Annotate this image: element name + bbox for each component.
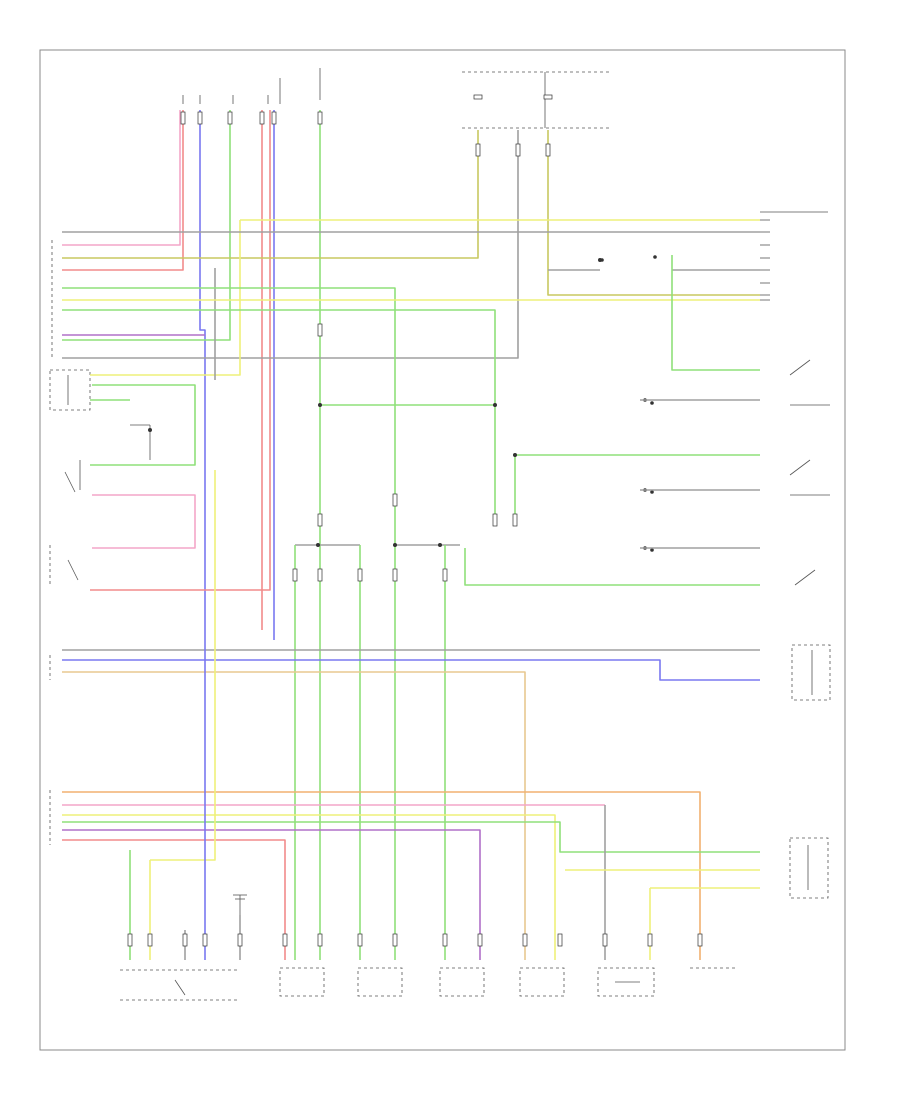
connector-pin (477, 933, 483, 947)
wire-yellow (62, 814, 556, 960)
splice-layer (316, 258, 602, 547)
top-terminal-labels (182, 68, 321, 104)
bottom-switch-cluster (120, 969, 240, 1001)
connector-pin (545, 143, 551, 157)
wire-yellow (150, 470, 216, 861)
bottom-component-5 (597, 967, 655, 997)
power-distribution-box (462, 71, 610, 129)
wire-yellow (90, 220, 241, 376)
connector-pin (182, 933, 188, 947)
inline-switch-4 (643, 546, 654, 552)
connector-pin (492, 513, 498, 527)
connector-pin (392, 568, 398, 582)
bottom-component-4 (519, 967, 565, 997)
left-sensor-1 (64, 460, 81, 493)
connector-pin (259, 111, 265, 125)
wire-red (62, 110, 184, 271)
component-right-5 (789, 837, 829, 899)
component-right-2 (789, 459, 830, 496)
wire-pink (92, 494, 196, 549)
connector-pin (202, 933, 208, 947)
connector-pin (512, 513, 518, 527)
connector-pin (442, 933, 448, 947)
ground-terminal (233, 894, 247, 915)
connector-pin (392, 933, 398, 947)
connector-pin (127, 933, 133, 947)
component-right-3 (794, 569, 816, 586)
component-right-4 (791, 644, 831, 701)
connector-pin (392, 493, 398, 507)
component-right-1 (789, 359, 830, 406)
splice-node (493, 403, 497, 407)
wire-olive (547, 130, 760, 296)
splice-node (318, 403, 322, 407)
wire-olive (62, 130, 479, 259)
left-switch-1 (49, 369, 91, 411)
splice-node (316, 543, 320, 547)
connector-pin (515, 143, 521, 157)
wire-green (62, 110, 231, 341)
wire-green (62, 821, 760, 853)
wire-green (62, 287, 396, 960)
left-switch-2 (49, 545, 79, 585)
connector-pin (317, 323, 323, 337)
bottom-component-1 (279, 967, 325, 997)
inline-switch-3 (643, 488, 654, 494)
fuse-b-icon (543, 94, 553, 100)
connector-pin (317, 933, 323, 947)
wire-green (90, 384, 196, 466)
wire-tan (62, 671, 526, 960)
connector-pin (271, 111, 277, 125)
connector-pin (602, 933, 608, 947)
wire-purple (62, 829, 481, 960)
wire-red (62, 839, 286, 960)
connector-pin (282, 933, 288, 947)
inline-switch-1 (600, 255, 657, 262)
center-splice (130, 424, 152, 460)
splice-node (598, 258, 602, 262)
connector-pin (237, 933, 243, 947)
connector-pin (357, 568, 363, 582)
connector-layer (127, 111, 770, 947)
wire-green (62, 309, 496, 520)
fuse-a-icon (473, 94, 483, 100)
splice-node (393, 543, 397, 547)
wire-blue (62, 659, 760, 681)
connector-pin (180, 111, 186, 125)
connector-pin (647, 933, 653, 947)
bottom-component-2 (357, 967, 403, 997)
connector-pin (475, 143, 481, 157)
connector-pin (357, 933, 363, 947)
wire-green (464, 548, 760, 586)
wire-gray (62, 130, 519, 359)
bottom-component-3 (439, 967, 485, 997)
inline-switch-2 (643, 398, 654, 405)
wire-pink (62, 110, 181, 246)
connector-pin (197, 111, 203, 125)
splice-node (438, 543, 442, 547)
diagram-frame (39, 49, 846, 1051)
connector-pin (522, 933, 528, 947)
splice-node (513, 453, 517, 457)
connector-pin (147, 933, 153, 947)
connector-pin (292, 568, 298, 582)
connector-pin (442, 568, 448, 582)
wire-layer (62, 110, 760, 960)
wire-orange (62, 791, 701, 960)
connector-pin (227, 111, 233, 125)
wire-blue (199, 110, 206, 640)
connector-pin (697, 933, 703, 947)
wire-red (90, 110, 271, 591)
wire-green (671, 255, 760, 371)
connector-pin (317, 513, 323, 527)
connector-pin (317, 568, 323, 582)
connector-pin (317, 111, 323, 125)
connector-pin (557, 933, 563, 947)
